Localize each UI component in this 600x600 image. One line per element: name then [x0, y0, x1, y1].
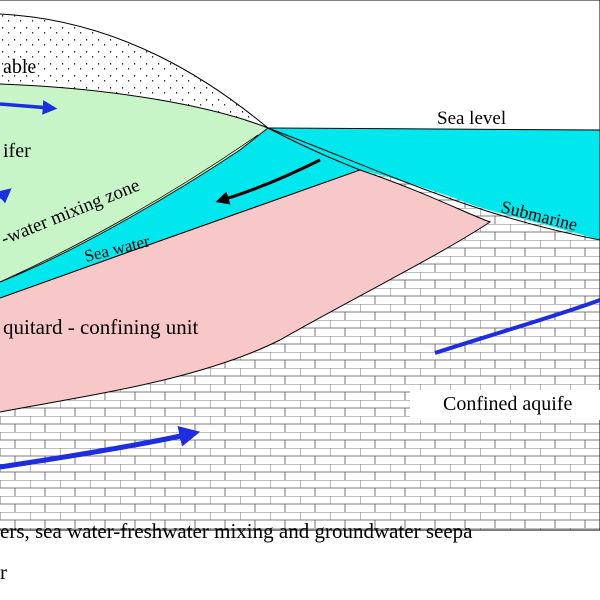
boundary-lines	[0, 0, 600, 531]
submarine-discharge-arrow	[434, 298, 600, 355]
confined-aquifer-label: Confined aquife	[443, 393, 573, 415]
aquifer-flow-arrow-2	[0, 188, 12, 204]
aquitard-layer	[0, 170, 490, 412]
figure-caption-line-1: ers, sea water-freshwater mixing and gro…	[0, 519, 473, 543]
sea-level-label: Sea level	[437, 108, 506, 129]
aquitard-label: quitard - confining unit	[3, 315, 199, 339]
seawater-intrusion-arrow	[215, 158, 321, 205]
aquifer-label: ifer	[3, 140, 31, 162]
confined-flow-arrow	[0, 426, 201, 470]
fresh-aquifer-zone	[0, 84, 268, 282]
aquifer-flow-arrow-1	[0, 100, 58, 115]
label-bg-confined	[410, 390, 600, 420]
figure-caption-line-2: r	[0, 560, 7, 584]
water-table-label: able	[3, 56, 36, 78]
sea-water-zone	[0, 128, 600, 298]
